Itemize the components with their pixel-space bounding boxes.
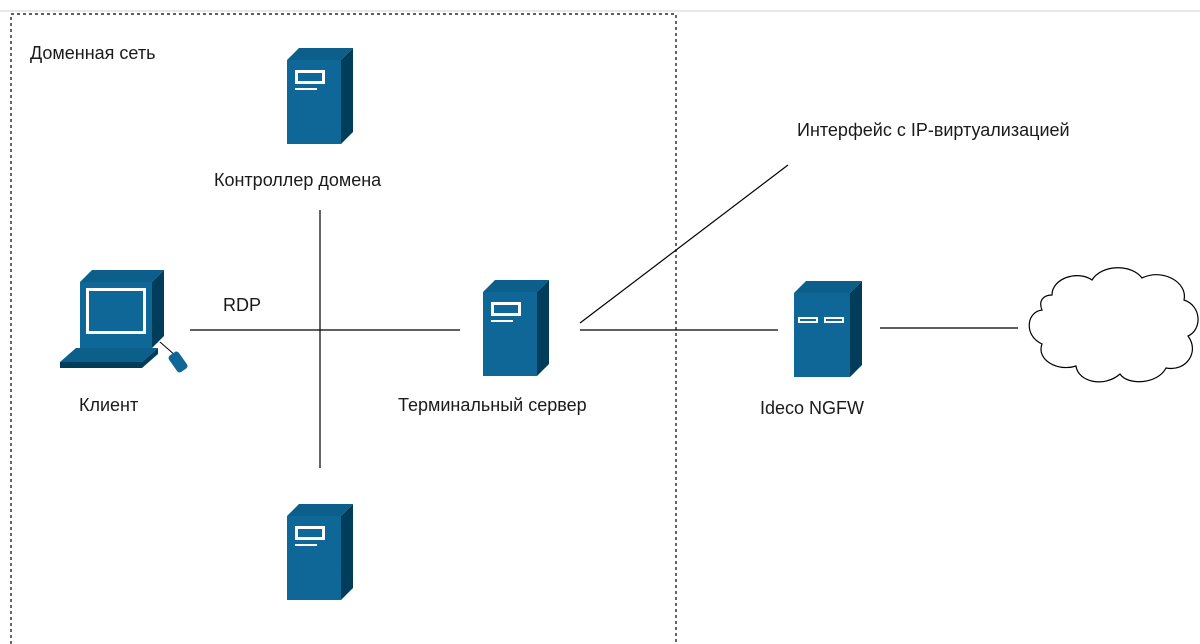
terminal-server-label: Терминальный сервер [398,395,587,415]
cloud-icon [1028,267,1199,383]
client-label: Клиент [79,395,139,415]
firewall-label: Ideco NGFW [760,398,865,418]
domain-network-zone [10,13,677,644]
server-tower-icon [287,48,353,144]
ip-interface-label: Интерфейс с IP-виртуализацией [797,120,1070,140]
firewall-appliance-icon [794,281,862,377]
server-tower-icon [483,280,549,376]
laptop-client-icon [60,270,188,373]
ip-interface-pointer-line [579,164,789,324]
server-tower-icon [287,504,353,600]
rdp-label: RDP [223,295,262,315]
domain-controller-label: Контроллер домена [214,170,382,190]
domain-network-zone-label: Доменная сеть [30,43,156,63]
